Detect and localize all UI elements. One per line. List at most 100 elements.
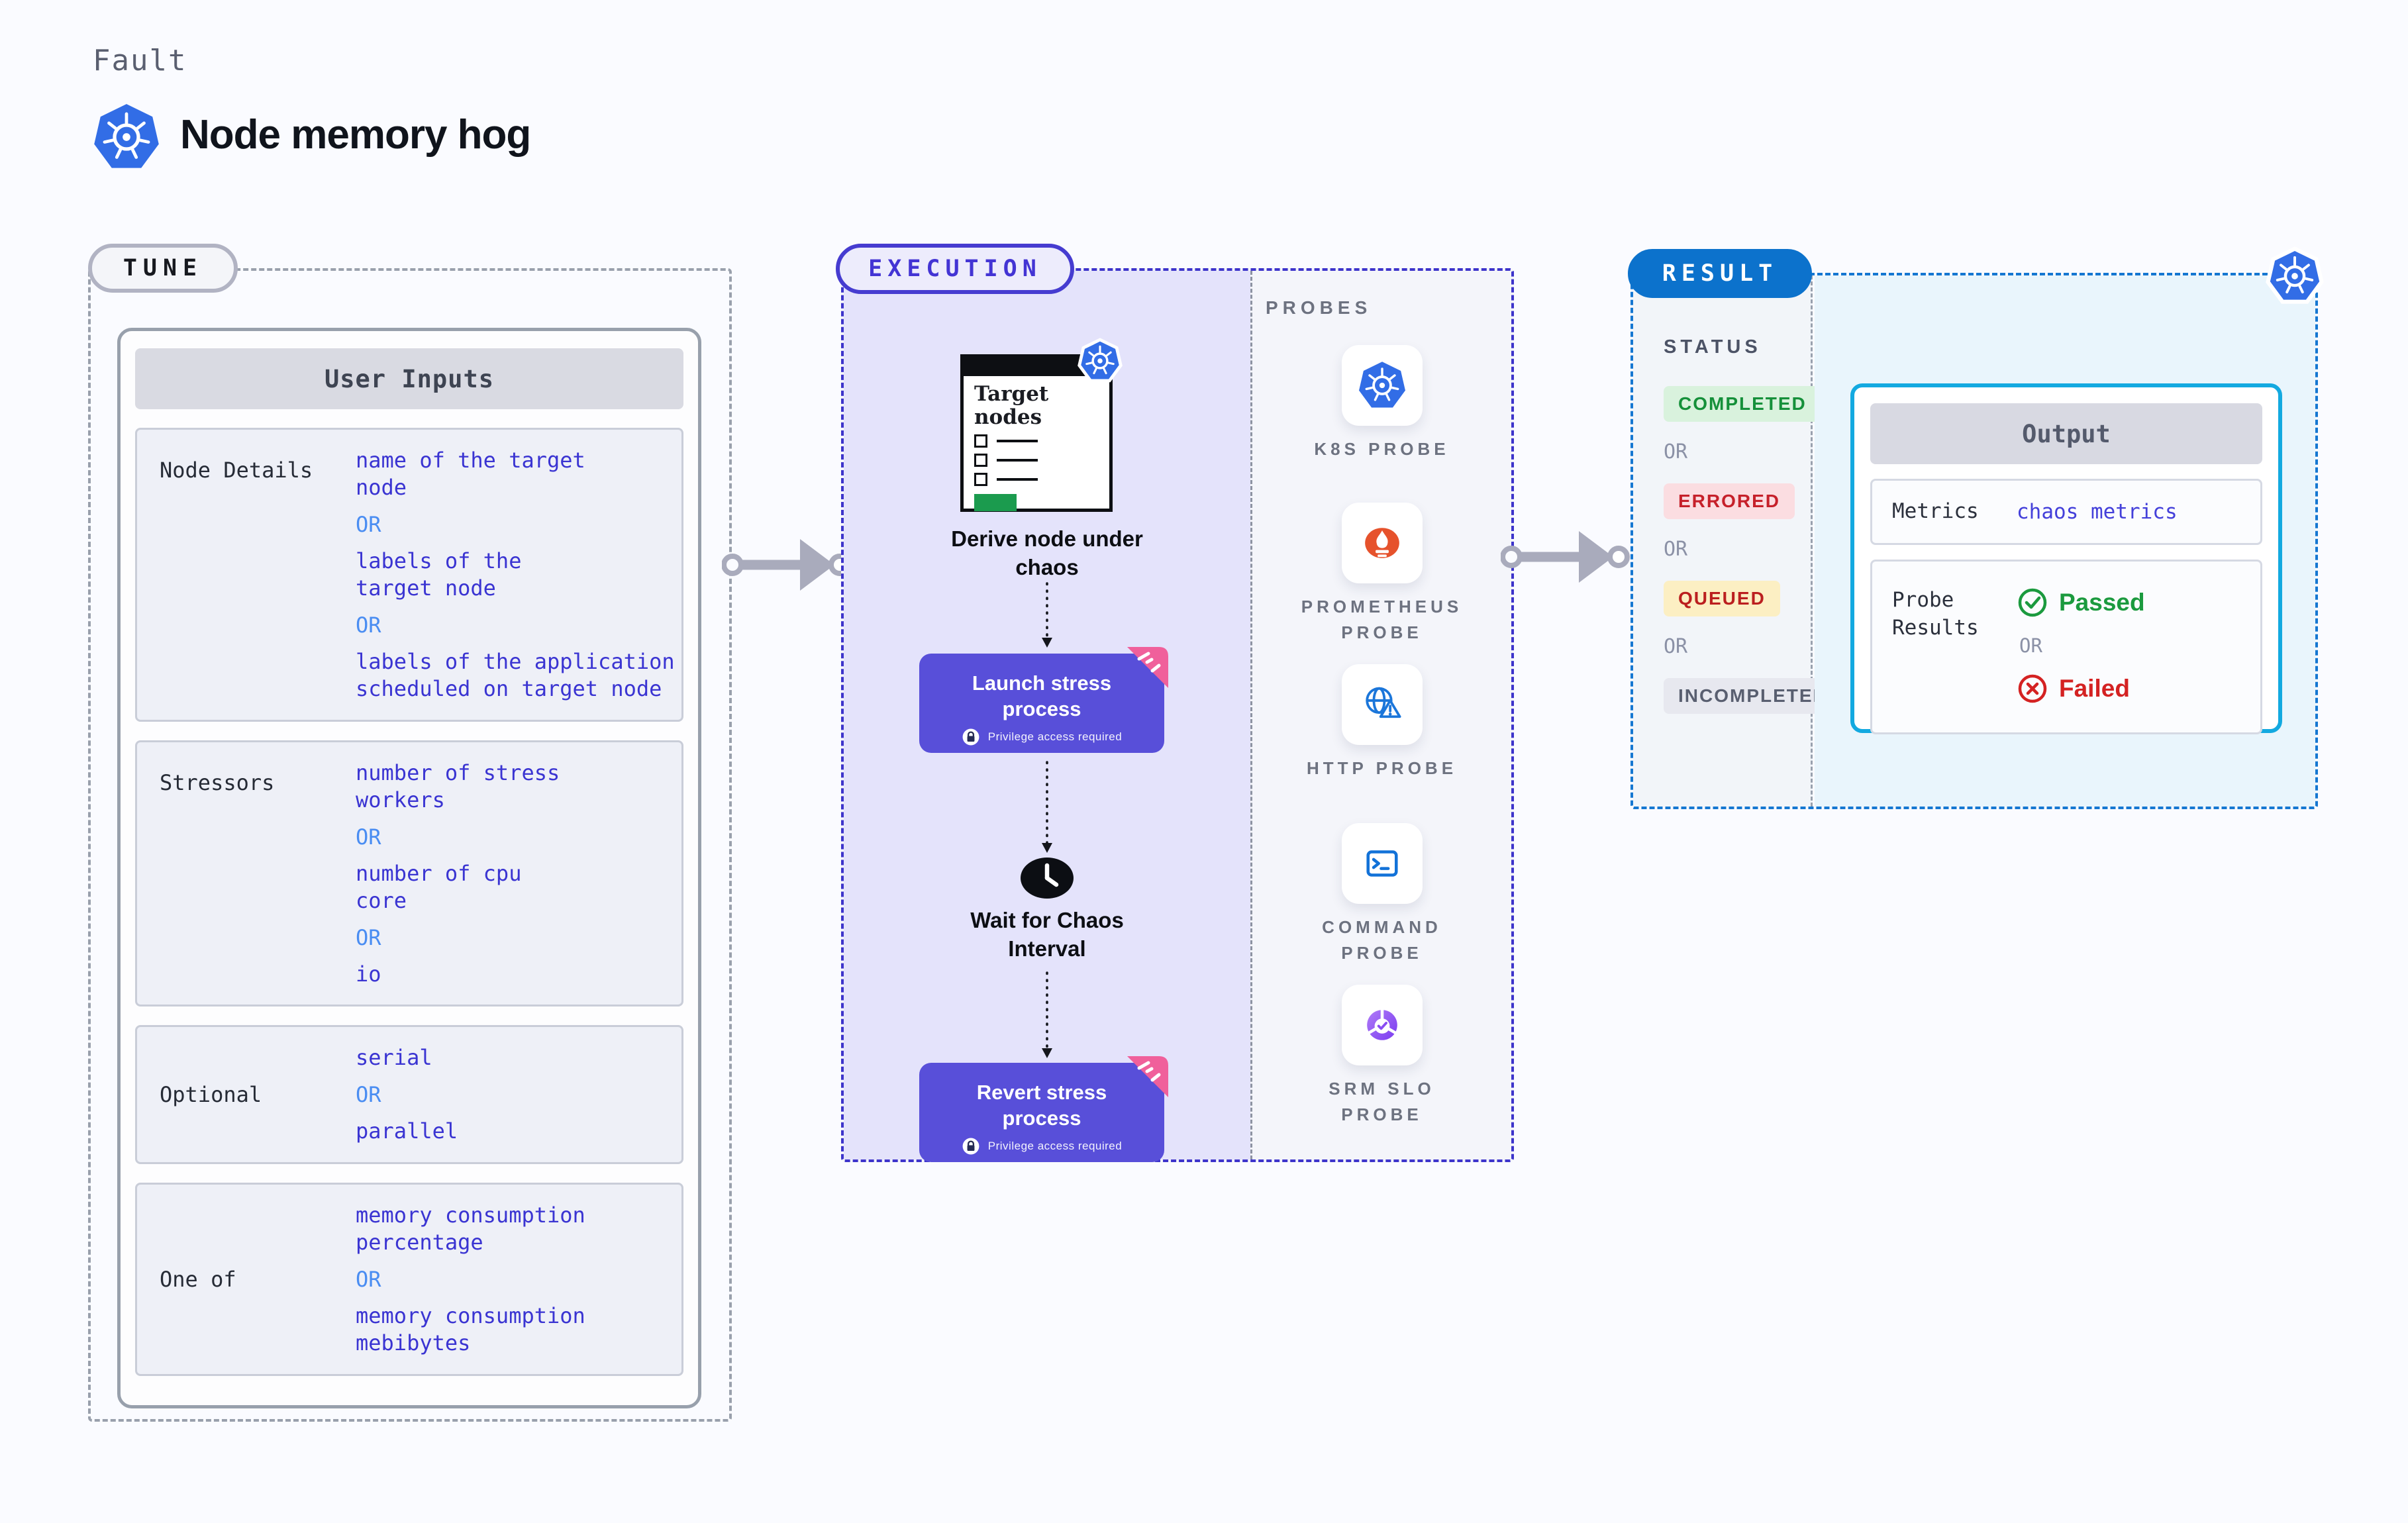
input-option: memory consumption percentage bbox=[356, 1203, 585, 1255]
checkbox-icon bbox=[974, 473, 987, 487]
failed-result: Failed bbox=[2017, 673, 2145, 705]
page-title: Node memory hog bbox=[180, 112, 531, 158]
probe-results-values: Passed OR Failed bbox=[2017, 587, 2145, 732]
launch-button-label: Launch stress process bbox=[972, 671, 1112, 720]
passed-label: Passed bbox=[2059, 589, 2145, 616]
list-line bbox=[997, 459, 1038, 462]
status-title: STATUS bbox=[1664, 336, 1762, 358]
input-row-label: One of bbox=[160, 1267, 236, 1293]
input-row-optional: Optional serial OR parallel bbox=[135, 1025, 683, 1165]
execution-flow-area: Target nodes Derive node under chaos Lau… bbox=[844, 271, 1250, 1162]
or-separator: OR bbox=[1664, 538, 1688, 561]
status-badge-completed: COMPLETED bbox=[1664, 386, 1821, 422]
input-row-one-of: One of memory consumption percentage OR … bbox=[135, 1183, 683, 1377]
lock-icon bbox=[962, 728, 979, 746]
output-header: Output bbox=[1870, 403, 2262, 464]
input-row-values: serial OR parallel bbox=[356, 1044, 681, 1145]
http-probe-card[interactable] bbox=[1341, 664, 1423, 745]
flow-arrow-down bbox=[1042, 582, 1052, 648]
probe-item-k8s: K8S PROBE bbox=[1252, 345, 1511, 462]
status-badge-queued: QUEUED bbox=[1664, 581, 1780, 616]
input-row-label: Node Details bbox=[160, 458, 313, 483]
probe-label: PROMETHEUS PROBE bbox=[1301, 597, 1463, 642]
kubernetes-icon bbox=[91, 101, 162, 173]
tune-to-execution-arrow bbox=[722, 528, 854, 601]
input-option: labels of the application scheduled on t… bbox=[356, 648, 675, 701]
tune-section-badge: TUNE bbox=[88, 244, 238, 293]
prometheus-probe-card[interactable] bbox=[1341, 503, 1423, 583]
execution-to-result-arrow bbox=[1501, 520, 1633, 593]
or-separator: OR bbox=[356, 1082, 381, 1108]
or-separator: OR bbox=[356, 511, 381, 537]
probe-item-http: HTTP PROBE bbox=[1252, 664, 1511, 781]
lock-icon bbox=[962, 1138, 979, 1155]
k8s-probe-card[interactable] bbox=[1341, 345, 1423, 426]
probe-results-label: Probe Results bbox=[1892, 588, 1979, 640]
output-box: Output Metrics chaos metrics Probe Resul… bbox=[1850, 383, 2282, 734]
probe-label: COMMAND PROBE bbox=[1322, 917, 1442, 963]
wait-chaos-caption: Wait for Chaos Interval bbox=[970, 908, 1124, 961]
input-row-label: Stressors bbox=[160, 769, 275, 795]
checkbox-icon bbox=[974, 454, 987, 467]
or-separator: OR bbox=[1664, 635, 1688, 658]
or-separator: OR bbox=[1664, 440, 1688, 464]
green-button-shape bbox=[974, 494, 1017, 512]
privilege-note: Privilege access required bbox=[987, 1139, 1123, 1152]
probe-results-row: Probe Results Passed OR bbox=[1870, 560, 2262, 734]
metrics-label: Metrics bbox=[1892, 499, 1979, 524]
derive-node-caption: Derive node under chaos bbox=[951, 526, 1143, 579]
status-badge-errored: ERRORED bbox=[1664, 483, 1795, 519]
input-row-stressors: Stressors number of stress workers OR nu… bbox=[135, 740, 683, 1007]
input-row-label: Optional bbox=[160, 1082, 262, 1108]
probe-label: HTTP PROBE bbox=[1306, 758, 1458, 778]
list-line bbox=[997, 478, 1038, 481]
terminal-icon bbox=[1366, 850, 1398, 877]
flow-arrow-down bbox=[1042, 971, 1052, 1058]
command-probe-card[interactable] bbox=[1341, 823, 1423, 904]
launch-stress-process-button[interactable]: Launch stress process Privilege access r… bbox=[919, 647, 1168, 753]
fault-category-label: Fault bbox=[93, 44, 187, 77]
flow-arrow-down bbox=[1042, 761, 1052, 853]
passed-result: Passed bbox=[2017, 587, 2145, 618]
input-option: parallel bbox=[356, 1118, 458, 1144]
chaos-corner-icon bbox=[1127, 1056, 1168, 1097]
execution-panel: Target nodes Derive node under chaos Lau… bbox=[841, 268, 1514, 1162]
target-nodes-title: Target nodes bbox=[974, 382, 1049, 429]
target-nodes-window: Target nodes bbox=[960, 354, 1113, 512]
input-row-values: memory consumption percentage OR memory … bbox=[356, 1202, 681, 1357]
srm-slo-probe-card[interactable] bbox=[1341, 985, 1423, 1065]
execution-section-badge: EXECUTION bbox=[836, 244, 1074, 294]
probes-column: PROBES K8S PROBE PROMETHEUS PROBE bbox=[1250, 271, 1511, 1159]
revert-stress-process-button[interactable]: Revert stress process Privilege access r… bbox=[919, 1056, 1168, 1162]
input-option: labels of the target node bbox=[356, 548, 522, 601]
checkbox-icon bbox=[974, 434, 987, 448]
input-row-node-details: Node Details name of the target node OR … bbox=[135, 428, 683, 722]
tune-panel: User Inputs Node Details name of the tar… bbox=[88, 268, 732, 1422]
failed-label: Failed bbox=[2059, 675, 2130, 702]
input-option: io bbox=[356, 961, 381, 987]
privilege-note: Privilege access required bbox=[987, 730, 1123, 743]
chaos-corner-icon bbox=[1127, 647, 1168, 688]
output-column: Output Metrics chaos metrics Probe Resul… bbox=[1815, 275, 2315, 807]
kubernetes-icon bbox=[1078, 338, 1123, 384]
probes-title: PROBES bbox=[1266, 297, 1372, 318]
probe-item-prometheus: PROMETHEUS PROBE bbox=[1252, 503, 1511, 646]
slo-gauge-icon bbox=[1366, 1008, 1397, 1040]
probe-item-srm-slo: SRM SLO PROBE bbox=[1252, 985, 1511, 1128]
kubernetes-icon bbox=[1357, 360, 1407, 409]
input-option: name of the target node bbox=[356, 448, 585, 500]
result-section-badge: RESULT bbox=[1628, 249, 1812, 298]
status-badge-incompleted: INCOMPLETED bbox=[1664, 678, 1842, 714]
user-inputs-card: User Inputs Node Details name of the tar… bbox=[117, 328, 701, 1408]
or-separator: OR bbox=[356, 824, 381, 850]
metrics-row: Metrics chaos metrics bbox=[1870, 479, 2262, 545]
or-separator: OR bbox=[2019, 634, 2042, 657]
input-option: serial bbox=[356, 1045, 432, 1071]
input-option: number of stress workers bbox=[356, 760, 560, 812]
probe-label: K8S PROBE bbox=[1314, 439, 1450, 459]
kubernetes-icon bbox=[2266, 246, 2324, 306]
list-line bbox=[997, 440, 1038, 443]
result-panel: STATUS COMPLETED OR ERRORED OR QUEUED OR… bbox=[1630, 273, 2318, 809]
revert-button-label: Revert stress process bbox=[976, 1081, 1107, 1130]
